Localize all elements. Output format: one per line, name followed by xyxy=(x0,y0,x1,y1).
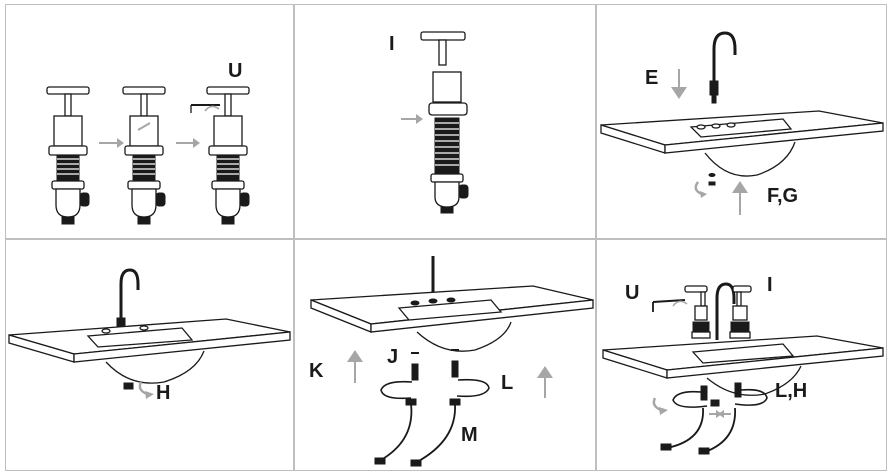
arrow-step-1-to-2 xyxy=(99,138,124,148)
arrow-up-k xyxy=(347,350,363,383)
label-i: I xyxy=(389,33,395,55)
basin-opening xyxy=(86,327,194,348)
panel-step-install-spout: E F,G xyxy=(596,4,887,239)
label-fg: F,G xyxy=(767,185,799,207)
valve-step-3 xyxy=(206,86,250,225)
panel-step-handle-exploded: I xyxy=(294,4,596,239)
label-u: U xyxy=(625,282,640,304)
spout-install-drawing xyxy=(600,31,884,215)
basin-opening xyxy=(689,118,793,138)
label-u: U xyxy=(228,60,243,82)
basin-opening xyxy=(397,299,503,321)
washer-icon xyxy=(708,173,716,177)
right-valve-icon xyxy=(451,360,459,378)
threaded-stem xyxy=(434,117,460,175)
washer xyxy=(428,102,468,116)
right-hose xyxy=(416,403,456,463)
basin-bowl xyxy=(105,350,205,384)
label-e: E xyxy=(645,67,659,89)
panel-step-connect-hoses: K J L M xyxy=(294,239,596,471)
panel-step-secure-spout: H xyxy=(5,239,294,471)
label-k: K xyxy=(309,360,324,382)
nut-icon xyxy=(123,382,134,390)
final-assembly-drawing xyxy=(602,282,884,455)
secure-spout-drawing xyxy=(8,268,291,399)
arrow-up-fg xyxy=(732,181,748,215)
panel-step-final-assembly: U I L,H xyxy=(596,239,887,471)
label-j: J xyxy=(387,346,399,368)
spout xyxy=(715,282,736,340)
label-h: H xyxy=(156,382,171,404)
spout xyxy=(119,268,140,328)
label-i: I xyxy=(767,274,773,296)
valve-step-1 xyxy=(46,86,90,225)
label-l: L xyxy=(501,372,514,394)
arrow-step-2-to-3 xyxy=(176,138,200,148)
arrow-insert xyxy=(401,114,423,124)
basin-opening xyxy=(691,343,795,364)
label-m: M xyxy=(461,424,478,446)
basin-bowl xyxy=(416,321,512,352)
label-lh: L,H xyxy=(775,380,808,402)
basin-bowl xyxy=(704,141,796,177)
left-hose xyxy=(380,403,413,461)
arrow-up-l xyxy=(537,366,553,398)
handle-cap xyxy=(432,71,462,103)
tee-connector-icon xyxy=(710,399,720,407)
connect-hoses-drawing xyxy=(310,256,594,467)
screw-detail xyxy=(137,122,151,131)
valve-step-2 xyxy=(122,86,166,225)
left-valve-icon xyxy=(411,363,419,381)
spout xyxy=(712,31,737,93)
panel-step-valve-assembly: U xyxy=(5,4,294,239)
valve-assembly-drawing xyxy=(46,86,250,225)
handle-exploded-drawing xyxy=(401,31,469,214)
arrow-down-e xyxy=(671,69,687,99)
